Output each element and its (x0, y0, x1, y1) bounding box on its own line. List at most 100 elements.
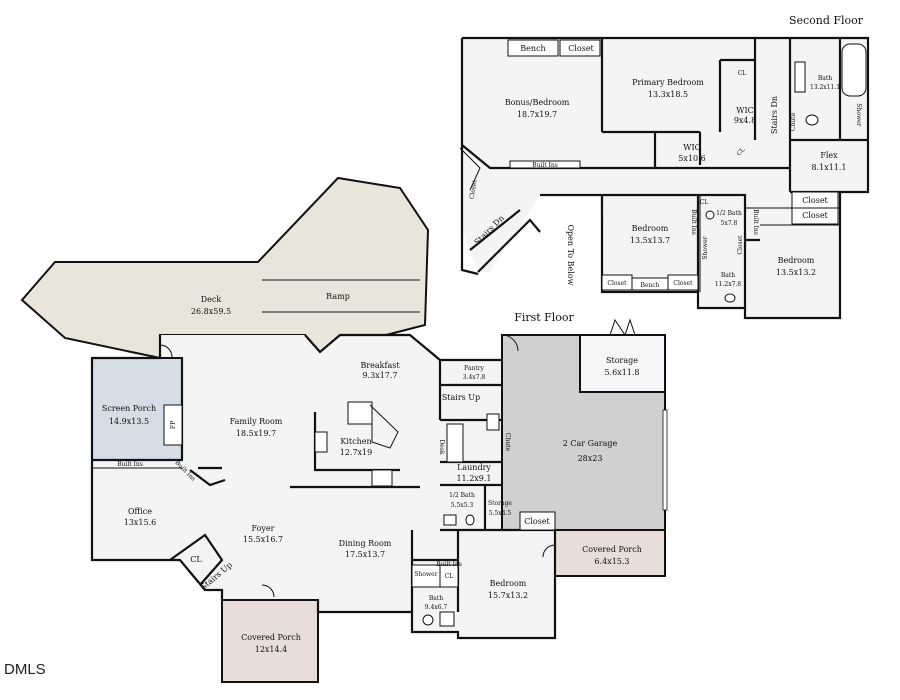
bedroom-3-name: Bedroom (778, 256, 815, 265)
flex-name: Flex (820, 151, 838, 160)
primary-bedroom-name: Primary Bedroom (632, 78, 704, 87)
deck-dim: 26.8x59.5 (191, 307, 231, 316)
cl-label: CL (445, 573, 454, 580)
second-floor-title: Second Floor (789, 14, 864, 27)
garage-dim: 28x23 (578, 454, 603, 463)
bath-2-name: 1/2 Bath (716, 210, 742, 217)
pantry-dim: 3.4x7.8 (463, 374, 486, 381)
toilet-icon (805, 114, 819, 126)
covered-porch-right-area (554, 529, 666, 577)
dining-room-name: Dining Room (339, 539, 392, 548)
primary-bedroom-dim: 13.3x18.5 (648, 90, 688, 99)
kitchen-name: Kitchen (340, 437, 371, 446)
garage-storage-area (579, 334, 666, 393)
breakfast-name: Breakfast (360, 361, 400, 370)
stairs-dn-label: Stairs Dn (770, 96, 779, 134)
pantry-name: Pantry (464, 365, 484, 372)
screen-porch-name: Screen Porch (102, 404, 156, 413)
sink-icon (443, 514, 457, 526)
bedroom-2-dim: 13.5x13.7 (630, 236, 670, 245)
built-ins-label: Built Ins (436, 561, 462, 568)
garage-storage-dim: 5.6x11.8 (604, 368, 639, 377)
primary-bath-name: Bath (818, 75, 832, 82)
laundry-dim: 11.2x9.1 (456, 474, 491, 483)
desk-label: Desk (438, 439, 445, 454)
wic-small-dim: 9x4.8 (734, 116, 756, 125)
built-ins-label: Built Ins (117, 461, 143, 468)
first-floor-title: First Floor (514, 311, 574, 324)
cl-label: CL (190, 555, 202, 564)
closet-label: Closet (802, 196, 828, 205)
sink-icon (439, 611, 455, 627)
closet-label: Closet (802, 211, 828, 220)
half-bath-name: 1/2 Bath (449, 492, 475, 499)
shower-label: Shower (855, 103, 862, 126)
closet-label: Closet (607, 280, 627, 287)
breakfast-dim: 9.3x17.7 (362, 371, 397, 380)
bedroom-main-name: Bedroom (490, 579, 527, 588)
bath-3-dim: 11.2x7.8 (715, 281, 741, 288)
ramp-label: Ramp (326, 292, 350, 301)
wic-large-name: WIC (683, 143, 701, 152)
family-room-dim: 18.5x19.7 (236, 429, 276, 438)
closet-label: Closet (568, 44, 594, 53)
second-floor-plan: Bench Closet Primary Bedroom 13.3x18.5 B… (459, 36, 870, 320)
deck-name: Deck (201, 295, 222, 304)
closet-label: Closet (468, 179, 478, 200)
open-to-below-label: Open To Below (566, 224, 575, 285)
toilet-icon (465, 514, 475, 526)
primary-bath-dim: 13.2x11.1 (810, 84, 840, 91)
garage-storage-name: Storage (606, 356, 638, 365)
chute-label: Chute (790, 112, 797, 131)
bench-label: Bench (640, 282, 659, 289)
bonus-bedroom-dim: 18.7x19.7 (517, 110, 557, 119)
toilet-icon (422, 614, 434, 626)
closet-label: Closet (737, 235, 744, 255)
flex-dim: 8.1x11.1 (811, 163, 846, 172)
shower-label: Shower (414, 571, 437, 578)
dining-room-dim: 17.5x13.7 (345, 550, 385, 559)
bonus-bedroom-name: Bonus/Bedroom (505, 98, 570, 107)
cl-label: CL (738, 70, 747, 77)
kitchen-dim: 12.7x19 (340, 448, 373, 457)
half-bath-dim: 5.5x5.3 (451, 502, 474, 509)
stairs-up-label: Stairs Up (442, 393, 480, 402)
bedroom-main-dim: 15.7x13.2 (488, 591, 528, 600)
covered-porch-right-dim: 6.4x15.3 (594, 557, 629, 566)
bedroom-2-name: Bedroom (632, 224, 669, 233)
bath-main-dim: 9.4x6.7 (425, 604, 448, 611)
deck-area: Deck 26.8x59.5 Ramp (20, 176, 430, 360)
bath-3-name: Bath (721, 272, 735, 279)
foyer-dim: 15.5x16.7 (243, 535, 283, 544)
bedroom-3-dim: 13.5x13.2 (776, 268, 816, 277)
storage-small-dim: 5.5x4.5 (489, 510, 512, 517)
watermark-logo: DMLS (4, 661, 46, 678)
bath-2-dim: 5x7.8 (721, 220, 738, 227)
laundry-name: Laundry (457, 463, 491, 472)
bench-label: Bench (520, 44, 545, 53)
bath-main-name: Bath (429, 595, 443, 602)
closet-label: Closet (673, 280, 693, 287)
first-floor-plan: Breakfast 9.3x17.7 Pantry 3.4x7.8 Screen… (90, 318, 668, 683)
screen-porch-dim: 14.9x13.5 (109, 417, 149, 426)
toilet-icon (724, 293, 736, 303)
covered-porch-front-area (221, 599, 319, 683)
covered-porch-front-name: Covered Porch (241, 633, 301, 642)
built-ins-label: Built Ins (532, 162, 558, 169)
cl-label: CL (735, 146, 746, 157)
second-floor-outline (462, 38, 868, 318)
bathtub-icon (841, 43, 867, 97)
deck-outline (20, 176, 430, 360)
foyer-name: Foyer (251, 524, 274, 533)
built-ins-label: Built Ins (752, 209, 759, 235)
garage-name: 2 Car Garage (563, 439, 618, 448)
wic-large-dim: 5x10.6 (678, 154, 705, 163)
covered-porch-front-dim: 12x14.4 (255, 645, 288, 654)
covered-porch-right-name: Covered Porch (582, 545, 642, 554)
storage-small-name: Storage (488, 500, 512, 507)
office-dim: 13x15.6 (124, 518, 157, 527)
fireplace-label: FP (170, 421, 177, 429)
closet-label: Closet (524, 517, 550, 526)
built-ins-label: Built Ins (690, 209, 697, 235)
chute-label: Chute (504, 433, 511, 452)
